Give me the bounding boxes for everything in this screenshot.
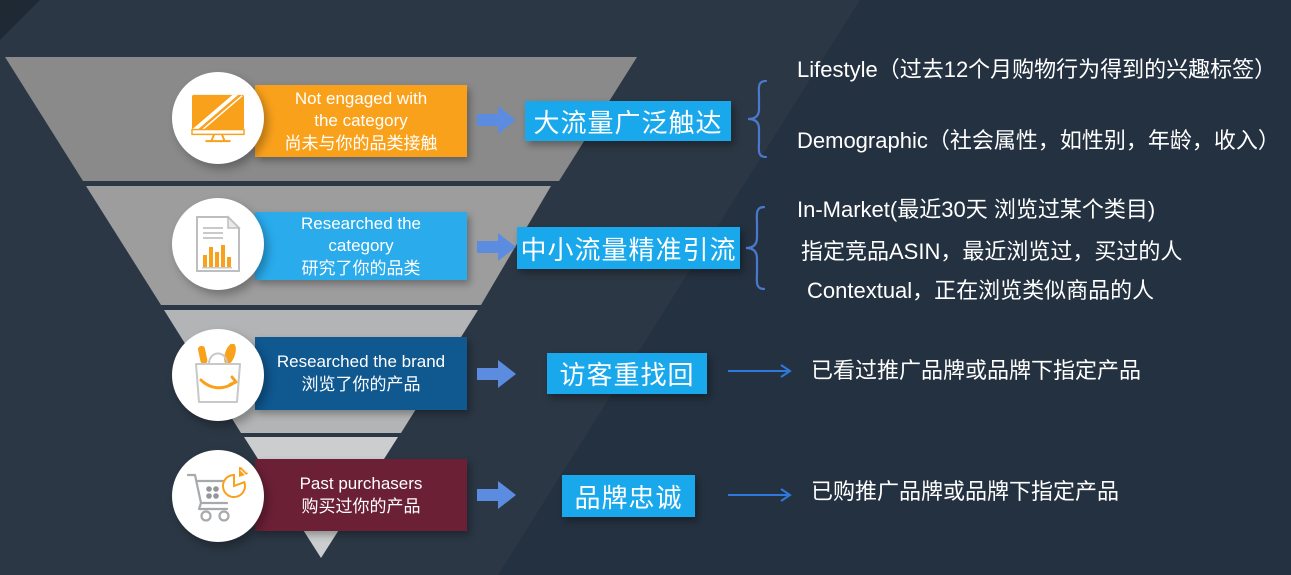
stage3-label-box: Researched the brand 浏览了你的产品 bbox=[255, 337, 467, 410]
stage1-en-line2: the category bbox=[314, 110, 408, 130]
stage1-en-line1: Not engaged with bbox=[294, 88, 428, 108]
annotation-lifestyle: Lifestyle（过去12个月购物行为得到的兴趣标签） bbox=[797, 57, 1277, 82]
stage2-icon-circle bbox=[172, 198, 264, 290]
annotation-brand-purchasers: 已购推广品牌或品牌下指定产品 bbox=[811, 479, 1120, 504]
stage3-tactic-box: 访客重找回 bbox=[547, 353, 707, 394]
thin-arrow-icon bbox=[728, 364, 792, 378]
stage3-en-line1: Researched the brand bbox=[276, 352, 446, 371]
stage4-icon-circle bbox=[172, 450, 264, 542]
stage3-icon-circle bbox=[172, 329, 264, 421]
cart-pie-icon bbox=[187, 467, 248, 522]
block-arrow-icon bbox=[477, 233, 516, 261]
stage1-tactic-label: 大流量广泛触达 bbox=[533, 107, 723, 138]
stage4-label-box: Past purchasers 购买过你的产品 bbox=[255, 459, 467, 531]
annotation-contextual: Contextual，正在浏览类似商品的人 bbox=[807, 278, 1155, 303]
shopping-bag-icon bbox=[195, 344, 241, 403]
stage1-zh-line: 尚未与你的品类接触 bbox=[284, 133, 438, 153]
document-chart-icon bbox=[196, 215, 241, 272]
thin-arrow-icon bbox=[728, 488, 792, 502]
stage2-tactic-box: 中小流量精准引流 bbox=[517, 227, 740, 269]
stage1-label-box: Not engaged with the category 尚未与你的品类接触 bbox=[255, 85, 467, 157]
curly-brace-icon bbox=[745, 206, 766, 290]
annotation-brand-viewers: 已看过推广品牌或品牌下指定产品 bbox=[811, 358, 1142, 383]
stage4-tactic-label: 品牌忠诚 bbox=[574, 482, 683, 513]
stage4-tactic-box: 品牌忠诚 bbox=[562, 475, 695, 517]
stage2-label-box: Researched the category 研究了你的品类 bbox=[255, 212, 467, 280]
stage2-zh-line: 研究了你的品类 bbox=[301, 258, 421, 278]
stage3-zh-line: 浏览了你的产品 bbox=[301, 375, 421, 394]
stage1-tactic-box: 大流量广泛触达 bbox=[525, 101, 731, 141]
stage2-tactic-label: 中小流量精准引流 bbox=[520, 234, 737, 265]
stage4-zh-line: 购买过你的产品 bbox=[301, 496, 421, 516]
annotation-asin: 指定竞品ASIN，最近浏览过，买过的人 bbox=[801, 239, 1183, 264]
stage3-tactic-label: 访客重找回 bbox=[559, 360, 695, 390]
annotation-in-market: In-Market(最近30天 浏览过某个类目) bbox=[797, 197, 1156, 222]
curly-brace-icon bbox=[747, 80, 768, 158]
stage2-en-line1: Researched the bbox=[300, 213, 422, 233]
stage4-en-line1: Past purchasers bbox=[299, 473, 423, 493]
block-arrow-icon bbox=[477, 360, 516, 388]
annotation-demographic: Demographic（社会属性，如性别，年龄，收入） bbox=[797, 128, 1280, 153]
stage1-icon-circle bbox=[172, 72, 264, 164]
block-arrow-icon bbox=[477, 481, 516, 509]
monitor-icon bbox=[191, 94, 245, 143]
stage2-en-line2: category bbox=[328, 235, 394, 255]
block-arrow-icon bbox=[477, 106, 516, 134]
